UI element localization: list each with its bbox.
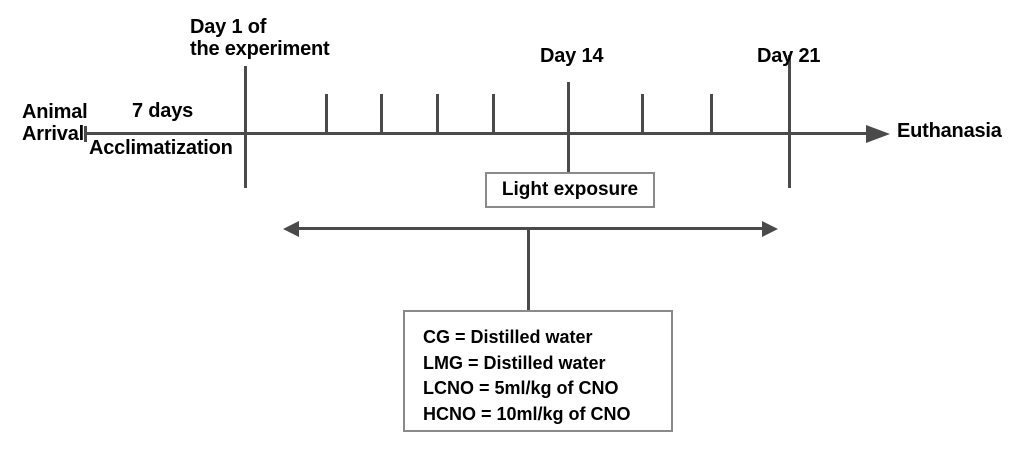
milestone-line-day14 — [567, 82, 570, 174]
milestone-line-day1 — [244, 66, 247, 188]
milestone-line-day21 — [788, 55, 791, 188]
minor-tick-1 — [325, 94, 328, 134]
treatment-period-arrow — [293, 227, 767, 230]
treatment-group-line: CG = Distilled water — [423, 327, 593, 347]
light-exposure-box: Light exposure — [485, 172, 655, 208]
treatment-group-line: LCNO = 5ml/kg of CNO — [423, 378, 619, 399]
minor-tick-5 — [641, 94, 644, 134]
treatment-group-line: LMG = Distilled water — [423, 352, 606, 373]
timeline-start-tick — [84, 126, 87, 142]
minor-tick-2 — [380, 94, 383, 134]
minor-tick-4 — [492, 94, 495, 134]
treatment-arrow-right-head-icon — [762, 221, 778, 237]
treatment-group-line: HCNO = 10ml/kg of CNO — [423, 403, 631, 424]
light-exposure-label: Light exposure — [501, 179, 639, 200]
minor-tick-6 — [710, 94, 713, 134]
timeline-start-label: Animal Arrival — [22, 101, 88, 146]
milestone-label-day21: Day 21 — [757, 45, 821, 67]
minor-tick-3 — [436, 94, 439, 134]
timeline-axis — [84, 132, 874, 135]
phase-duration-label: 7 days — [132, 100, 194, 122]
treatment-groups-box: CG = Distilled water LMG = Distilled wat… — [403, 310, 673, 432]
timeline-arrowhead-icon — [866, 125, 890, 143]
phase-name-label: Acclimatization — [89, 137, 233, 159]
treatment-connector-line — [527, 228, 530, 312]
treatment-arrow-left-head-icon — [283, 221, 299, 237]
milestone-label-day1: Day 1 of the experiment — [190, 16, 330, 61]
milestone-label-day14: Day 14 — [540, 45, 604, 67]
timeline-end-label: Euthanasia — [897, 120, 1002, 142]
